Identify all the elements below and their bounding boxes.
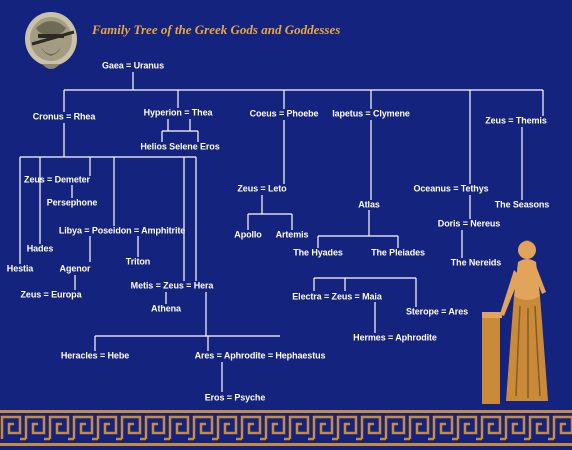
node-persephone: Persephone [46, 197, 98, 208]
node-artemis: Artemis [275, 229, 309, 240]
node-sterope-ares: Sterope = Ares [405, 306, 469, 317]
node-zeus-europa: Zeus = Europa [20, 289, 82, 300]
node-hermes-aphrodite: Hermes = Aphrodite [353, 332, 437, 343]
node-agenor: Agenor [59, 263, 91, 274]
node-zeus-demeter: Zeus = Demeter [24, 174, 90, 185]
node-hestia: Hestia [6, 263, 34, 274]
node-hyperion-thea: Hyperion = Thea [143, 107, 213, 118]
node-the-seasons: The Seasons [494, 199, 550, 210]
node-gaea-uranus: Gaea = Uranus [102, 60, 164, 71]
node-zeus-themis: Zeus = Themis [485, 115, 547, 126]
diagram-title: Family Tree of the Greek Gods and Goddes… [92, 22, 341, 37]
node-atlas: Atlas [358, 199, 380, 210]
node-oceanus-tethys: Oceanus = Tethys [413, 183, 489, 194]
node-cronus-rhea: Cronus = Rhea [32, 111, 96, 122]
node-heracles-hebe: Heracles = Hebe [60, 350, 130, 361]
node-eros-psyche: Eros = Psyche [204, 392, 266, 403]
node-the-hyades: The Hyades [293, 247, 343, 258]
node-doris-nereus: Doris = Nereus [437, 218, 501, 229]
node-the-pleiades: The Pleiades [371, 247, 425, 258]
node-ares-aphrodite-hephaestus: Ares = Aphrodite = Hephaestus [194, 350, 326, 361]
greek-key-border [0, 406, 572, 450]
node-zeus-leto: Zeus = Leto [237, 183, 287, 194]
node-apollo: Apollo [234, 229, 262, 240]
node-coeus-phoebe: Coeus = Phoebe [249, 108, 319, 119]
node-athena: Athena [151, 303, 181, 314]
greek-bust-icon [25, 12, 77, 69]
node-the-nereids: The Nereids [450, 257, 502, 268]
node-libya-poseidon-amphitrite: Libya = Poseidon = Amphitrite [58, 225, 186, 236]
node-electra-zeus-maia: Electra = Zeus = Maia [292, 291, 382, 302]
goddess-statue-icon [482, 240, 548, 404]
node-helios-selene-eros: Helios Selene Eros [140, 141, 220, 152]
node-hades: Hades [26, 243, 54, 254]
node-iapetus-clymene: Iapetus = Clymene [332, 108, 410, 119]
node-triton: Triton [125, 256, 151, 267]
node-metis-zeus-hera: Metis = Zeus = Hera [130, 280, 214, 291]
